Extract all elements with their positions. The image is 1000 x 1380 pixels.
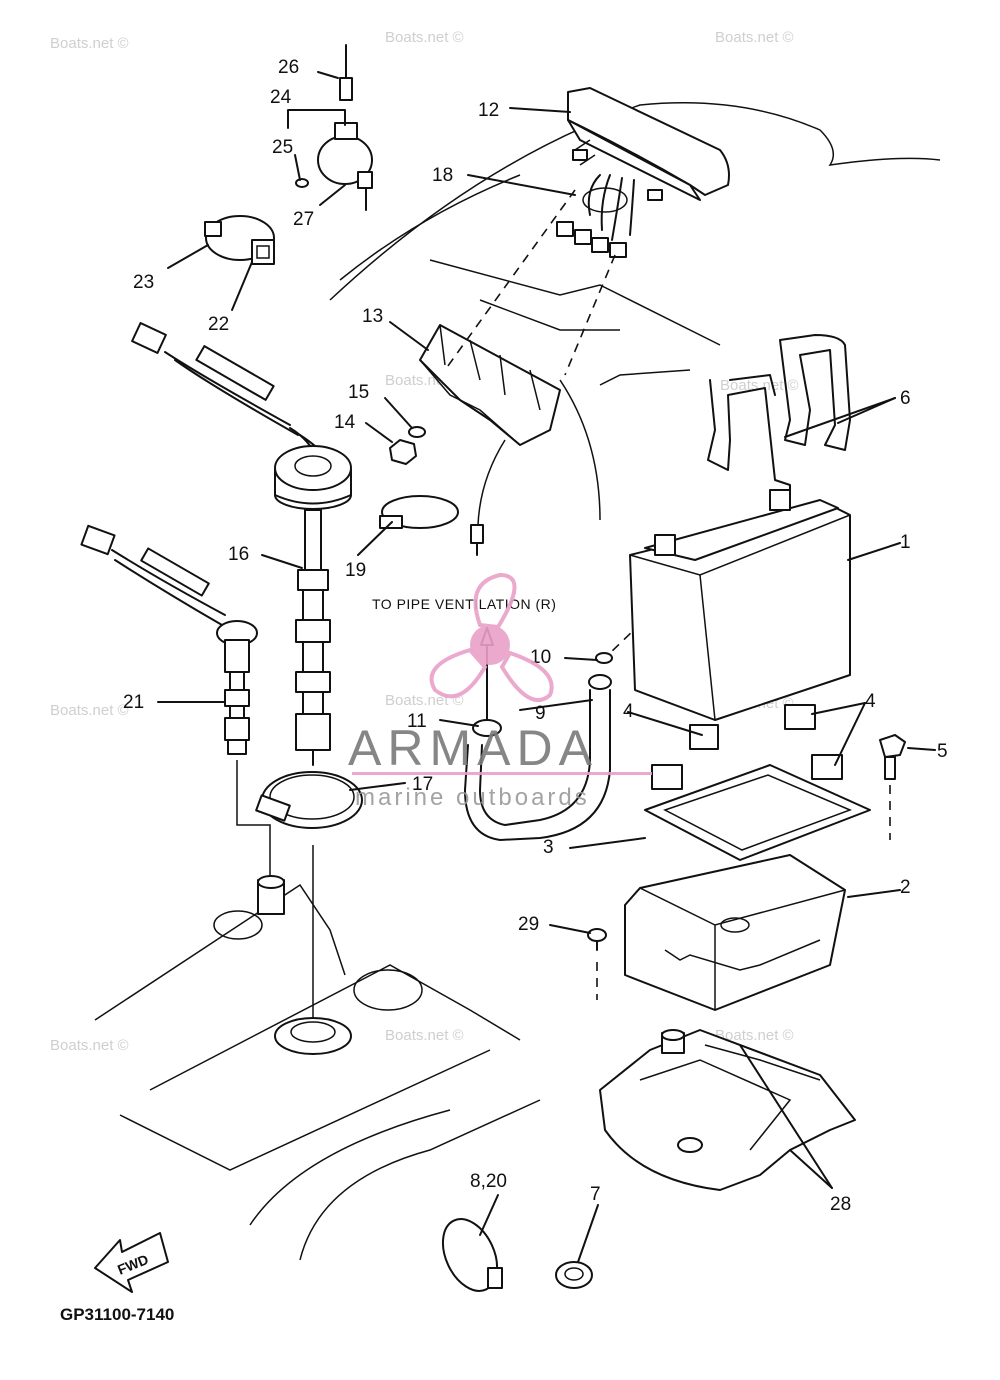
part-15-washer — [408, 426, 426, 438]
callout-labels: 1 2 3 4 4 5 6 7 8,20 9 10 11 12 13 14 15… — [123, 57, 948, 1215]
callout-24: 24 — [270, 87, 292, 108]
callout-15: 15 — [348, 382, 369, 403]
callout-17: 17 — [412, 774, 433, 795]
callout-11: 11 — [407, 711, 427, 732]
brand-name: ARMADA — [348, 720, 598, 776]
watermark-text: Boats.net © — [715, 29, 794, 46]
callout-19: 19 — [345, 560, 366, 581]
callout-5: 5 — [937, 741, 948, 762]
watermark-text: Boats.net © — [715, 1027, 794, 1044]
brand-tagline: marine outboards — [355, 784, 590, 811]
callout-14: 14 — [334, 412, 356, 433]
callout-25: 25 — [272, 137, 293, 158]
part-22-23-clamp — [204, 215, 275, 265]
part-18-wire-harness — [556, 174, 635, 258]
callout-4: 4 — [623, 701, 634, 722]
diagram-code: GP31100-7140 — [60, 1305, 174, 1324]
pipe-ventilation-note: TO PIPE VENTILATION (R) — [372, 596, 556, 612]
callout-29: 29 — [518, 914, 539, 935]
callout-21: 21 — [123, 692, 144, 713]
watermark-text: Boats.net © — [50, 35, 129, 52]
callout-4b: 4 — [865, 691, 876, 712]
part-29-screw — [587, 928, 607, 1000]
part-8-20-clamp — [441, 1218, 503, 1292]
watermark-text: Boats.net © — [720, 377, 799, 394]
callout-12: 12 — [478, 100, 499, 121]
callout-18: 18 — [432, 165, 453, 186]
part-16-sensor — [131, 322, 352, 766]
callout-6: 6 — [900, 388, 911, 409]
hull-fitting — [257, 875, 352, 1055]
part-12-meter — [567, 87, 730, 201]
callout-28: 28 — [830, 1194, 851, 1215]
part-7-grommet — [555, 1261, 593, 1289]
assembly-line — [236, 760, 271, 880]
hull-outline — [94, 102, 941, 1261]
part-24-27-holder — [295, 44, 373, 211]
propeller-icon — [429, 572, 554, 702]
callout-9: 9 — [535, 703, 546, 724]
watermark-text: Boats.net © — [385, 1027, 464, 1044]
callout-7: 7 — [590, 1184, 601, 1205]
part-21-sensor — [80, 524, 258, 755]
callout-23: 23 — [133, 272, 154, 293]
part-13-cover — [419, 324, 561, 446]
watermark-text: Boats.net © — [385, 29, 464, 46]
part-1-battery — [629, 489, 851, 721]
callout-2: 2 — [900, 877, 911, 898]
callout-26: 26 — [278, 57, 299, 78]
assembly-line — [444, 189, 576, 371]
part-10-washer — [595, 652, 613, 664]
callout-16: 16 — [228, 544, 249, 565]
part-5-bolt — [879, 734, 906, 840]
callout-8-20: 8,20 — [470, 1171, 507, 1192]
part-17-clamp — [255, 771, 363, 829]
watermark-text: Boats.net © — [50, 1037, 129, 1054]
brand-watermark: ARMADA marine outboards — [348, 572, 652, 811]
part-3-mat — [644, 764, 871, 861]
callout-3: 3 — [543, 837, 554, 858]
callout-1: 1 — [900, 532, 911, 553]
part-6-strap — [707, 334, 851, 506]
leader-lines — [157, 71, 936, 1263]
fwd-arrow-icon: FWD — [94, 1232, 169, 1293]
callout-27: 27 — [293, 209, 314, 230]
callout-22: 22 — [208, 314, 229, 335]
watermark-text: Boats.net © — [50, 702, 129, 719]
part-28-tray — [599, 1029, 856, 1191]
clip-under-cover — [470, 439, 506, 556]
callout-13: 13 — [362, 306, 383, 327]
part-14-nut — [389, 439, 417, 465]
assembly-line — [564, 254, 616, 376]
part-2-box — [624, 854, 846, 1011]
part-4-pads — [651, 704, 843, 790]
